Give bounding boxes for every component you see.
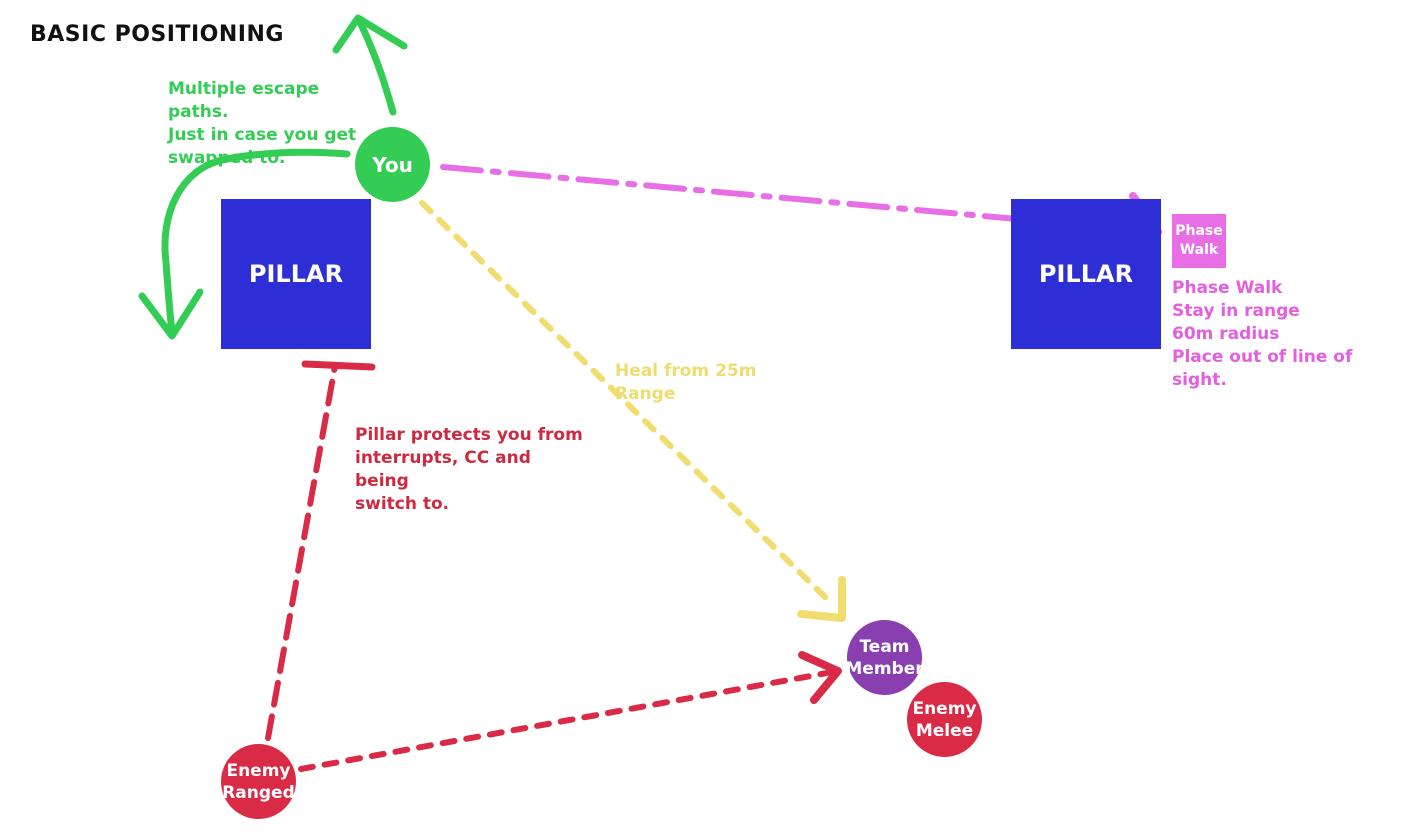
heal-range-note: Heal from 25m Range xyxy=(615,361,757,404)
phase-walk-note: Phase Walk Stay in range 60m radius Plac… xyxy=(1172,278,1353,390)
enemy-melee-token: Enemy Melee xyxy=(907,682,982,757)
enemy-ranged-label: Enemy Ranged xyxy=(222,760,295,803)
team-member-token: Team Member xyxy=(845,620,924,695)
pillar-left: PILLAR xyxy=(221,199,371,349)
pillar-left-label: PILLAR xyxy=(248,260,344,288)
diagram-title: BASIC POSITIONING xyxy=(30,22,284,47)
you-label: You xyxy=(372,152,413,177)
team-member-label: Team Member xyxy=(845,636,924,679)
phase-walk-box-label: Phase Walk xyxy=(1175,223,1223,258)
enemy-ranged-attack-line xyxy=(298,651,842,772)
pillar-right-label: PILLAR xyxy=(1038,260,1134,288)
you-token: You xyxy=(355,127,430,202)
enemy-ranged-token: Enemy Ranged xyxy=(221,744,296,819)
phase-walk-box: Phase Walk xyxy=(1172,214,1226,268)
escape-arrow-left xyxy=(138,148,351,340)
enemy-ranged-line-of-sight xyxy=(265,360,376,741)
heal-line xyxy=(419,200,846,622)
escape-arrow-up xyxy=(332,14,408,116)
escape-note: Multiple escape paths. Just in case you … xyxy=(168,79,357,168)
enemy-melee-label: Enemy Melee xyxy=(912,698,977,741)
pillar-right: PILLAR xyxy=(1011,199,1161,349)
pillar-protect-note: Pillar protects you from interrupts, CC … xyxy=(355,425,583,514)
